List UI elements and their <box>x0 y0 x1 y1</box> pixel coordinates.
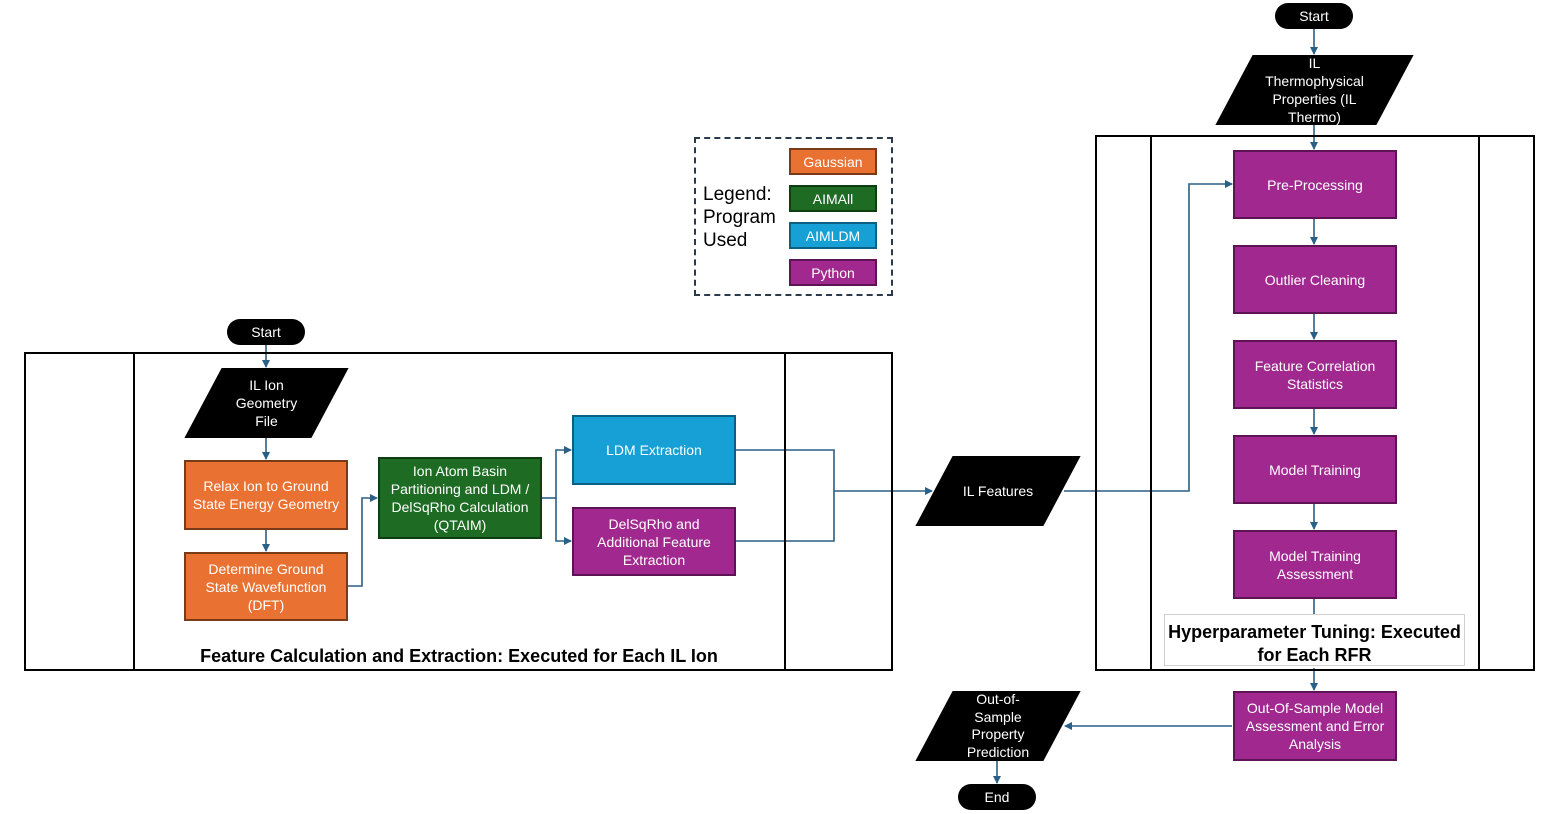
step-line: Analysis <box>1288 736 1342 752</box>
legend-aimall: AIMAll <box>789 185 877 212</box>
step-line: State Energy Geometry <box>192 496 340 512</box>
outlier-cleaning-step: Outlier Cleaning <box>1233 245 1397 314</box>
step-line: Extraction <box>622 551 686 568</box>
lane-divider-right <box>784 354 786 669</box>
il-features-label: IL Features <box>962 483 1034 499</box>
output-line: Out-of- <box>976 691 1020 707</box>
step-line: Additional Feature <box>597 533 711 550</box>
output-line: Sample <box>974 708 1022 725</box>
step-line: (QTAIM) <box>433 517 487 533</box>
pre-processing-step: Pre-Processing <box>1233 150 1397 219</box>
hyperparameter-lane-title-box <box>1164 614 1465 666</box>
title-line: Hyperparameter Tuning: Executed <box>1168 622 1461 642</box>
legend-title-line: Used <box>703 230 748 251</box>
ground-state-wavefunction-step: Determine Ground State Wavefunction (DFT… <box>184 552 348 621</box>
right-start-terminal: Start <box>1275 3 1353 29</box>
left-start-terminal: Start <box>227 319 305 345</box>
legend-python: Python <box>789 259 877 286</box>
lane-divider-left <box>1150 137 1152 669</box>
step-line: Partitioning and LDM / <box>390 481 530 497</box>
title-line: for Each RFR <box>1257 645 1372 665</box>
end-terminal: End <box>958 784 1036 810</box>
step-line: (DFT) <box>247 596 285 613</box>
input-line: Geometry <box>235 395 298 411</box>
step-line: Model Training <box>1269 547 1361 564</box>
out-of-sample-assessment-step: Out-Of-Sample Model Assessment and Error… <box>1233 691 1397 761</box>
arrow-wavefunction-to-qtaim <box>348 494 378 587</box>
step-line: DelSqRho and <box>608 515 700 532</box>
qtaim-calculation-step: Ion Atom Basin Partitioning and LDM / De… <box>378 457 542 539</box>
arrow-to-delsqrho <box>555 498 572 545</box>
legend-title-line: Program <box>703 207 776 228</box>
step-line: DelSqRho Calculation <box>391 499 529 515</box>
input-line: IL Ion <box>249 377 284 393</box>
out-of-sample-prediction-output: Out-of- Sample Property Prediction <box>915 691 1081 761</box>
legend-title: Legend: Program Used <box>703 183 776 252</box>
ldm-extraction-step: LDM Extraction <box>572 415 736 485</box>
model-training-step: Model Training <box>1233 435 1397 504</box>
output-line: Property <box>971 726 1025 742</box>
legend-title-line: Legend: <box>703 184 772 205</box>
feature-calculation-lane: Feature Calculation and Extraction: Exec… <box>24 352 893 671</box>
step-line: Ion Atom Basin <box>412 463 508 479</box>
il-ion-geometry-file-input: IL Ion Geometry File <box>184 368 349 438</box>
step-line: Assessment <box>1276 565 1354 582</box>
input-line: IL <box>1308 55 1321 71</box>
il-features-data: IL Features <box>915 456 1081 526</box>
step-line: Assessment and Error <box>1245 718 1385 734</box>
legend-aimldm: AIMLDM <box>789 222 877 249</box>
lane-divider-right <box>1478 137 1480 669</box>
step-line: Feature Correlation <box>1254 357 1376 374</box>
hyperparameter-lane-title: Hyperparameter Tuning: Executed for Each… <box>1164 621 1465 667</box>
input-line: Thermophysical <box>1265 73 1364 89</box>
feature-correlation-step: Feature Correlation Statistics <box>1233 340 1397 409</box>
program-legend: Legend: Program Used Gaussian AIMAll AIM… <box>694 137 893 296</box>
output-line: Prediction <box>966 743 1030 760</box>
step-line: State Wavefunction <box>205 578 327 595</box>
model-training-assessment-step: Model Training Assessment <box>1233 530 1397 599</box>
relax-ion-step: Relax Ion to Ground State Energy Geometr… <box>184 460 348 530</box>
step-line: Out-Of-Sample Model <box>1246 700 1384 716</box>
legend-gaussian: Gaussian <box>789 148 877 175</box>
delsqrho-extraction-step: DelSqRho and Additional Feature Extracti… <box>572 507 736 576</box>
arrow-il-features-to-preprocessing <box>1064 180 1233 492</box>
il-thermo-properties-input: IL Thermophysical Properties (IL Thermo) <box>1215 55 1414 125</box>
hyperparameter-tuning-lane <box>1095 135 1535 671</box>
input-line: Thermo) <box>1288 109 1341 125</box>
step-line: Relax Ion to Ground <box>203 478 329 494</box>
arrow-to-ldm-extraction <box>555 446 572 498</box>
step-line: Statistics <box>1286 375 1343 392</box>
feature-lane-title: Feature Calculation and Extraction: Exec… <box>200 646 718 666</box>
input-line: File <box>255 413 278 429</box>
input-line: Properties (IL <box>1272 91 1357 107</box>
step-line: Determine Ground <box>208 560 324 577</box>
lane-divider-left <box>133 354 135 669</box>
